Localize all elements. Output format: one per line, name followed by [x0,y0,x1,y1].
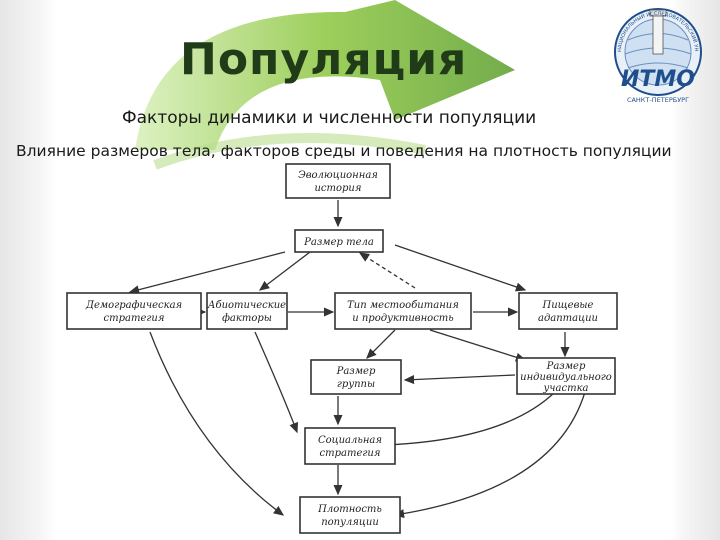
node-home-range: Размер индивидуального участка [516,357,616,395]
edge-bodysize-abiotic [258,251,311,291]
node-social-line1: Социальная [318,435,382,446]
node-food-line1: Пищевые [542,300,594,311]
edge-homerange-group [403,374,516,385]
node-evolution: Эволюционная история [285,163,391,199]
node-evolution-line1: Эволюционная [298,170,378,181]
node-evolution-line2: история [314,183,361,194]
logo-name: ИТМО [621,67,695,92]
edge-homerange-social [383,391,556,450]
edge-habitat-bodysize [358,252,416,289]
node-demographic-line2: стратегия [104,313,165,324]
node-group-size-line1: Размер [336,366,376,377]
node-habitat: Тип местообитания и продуктивность [334,292,472,330]
edge-abiotic-social [254,331,299,434]
node-social: Социальная стратегия [304,427,396,465]
flowchart: Эволюционная история Размер тела Демогра… [66,163,618,534]
edge-habitat-group [366,329,396,359]
node-home-range-line1: Размер [546,361,586,372]
diagram-caption: Влияние размеров тела, факторов среды и … [16,142,672,160]
page-title: Популяция [180,34,468,85]
node-abiotic: Абиотические факторы [206,292,288,330]
logo-city: САНКТ-ПЕТЕРБУРГ [627,96,689,104]
itmo-logo: ИТМО САНКТ-ПЕТЕРБУРГ НАЦИОНАЛЬНЫЙ ИССЛЕД… [603,2,702,104]
node-body-size: Размер тела [294,229,384,253]
node-demographic-line1: Демографическая [85,300,182,311]
node-habitat-line1: Тип местообитания [347,300,459,311]
edge-bodysize-demographic [128,251,286,295]
edge-bodysize-food [394,244,527,292]
left-shade-band [0,0,56,540]
node-group-size-line2: группы [337,379,375,390]
node-demographic: Демографическая стратегия [66,292,202,330]
node-abiotic-line1: Абиотические [207,300,286,311]
node-habitat-line2: и продуктивность [352,313,453,324]
node-body-size-line1: Размер тела [303,237,374,248]
subtitle: Факторы динамики и численности популяции [122,108,537,128]
node-group-size: Размер группы [310,359,402,395]
node-density-line1: Плотность [317,504,382,515]
node-food-line2: адаптации [538,313,598,324]
edge-habitat-homerange [429,329,527,362]
node-density-line2: популяции [321,517,379,528]
node-home-range-line2: индивидуального [520,372,612,383]
node-home-range-line3: участка [543,383,589,394]
edge-demographic-density [149,331,285,516]
node-density: Плотность популяции [299,496,401,534]
node-food: Пищевые адаптации [518,292,618,330]
green-arrow-decoration [135,0,515,170]
node-abiotic-line2: факторы [222,313,272,324]
node-social-line2: стратегия [320,448,381,459]
edge-homerange-density [393,391,586,519]
